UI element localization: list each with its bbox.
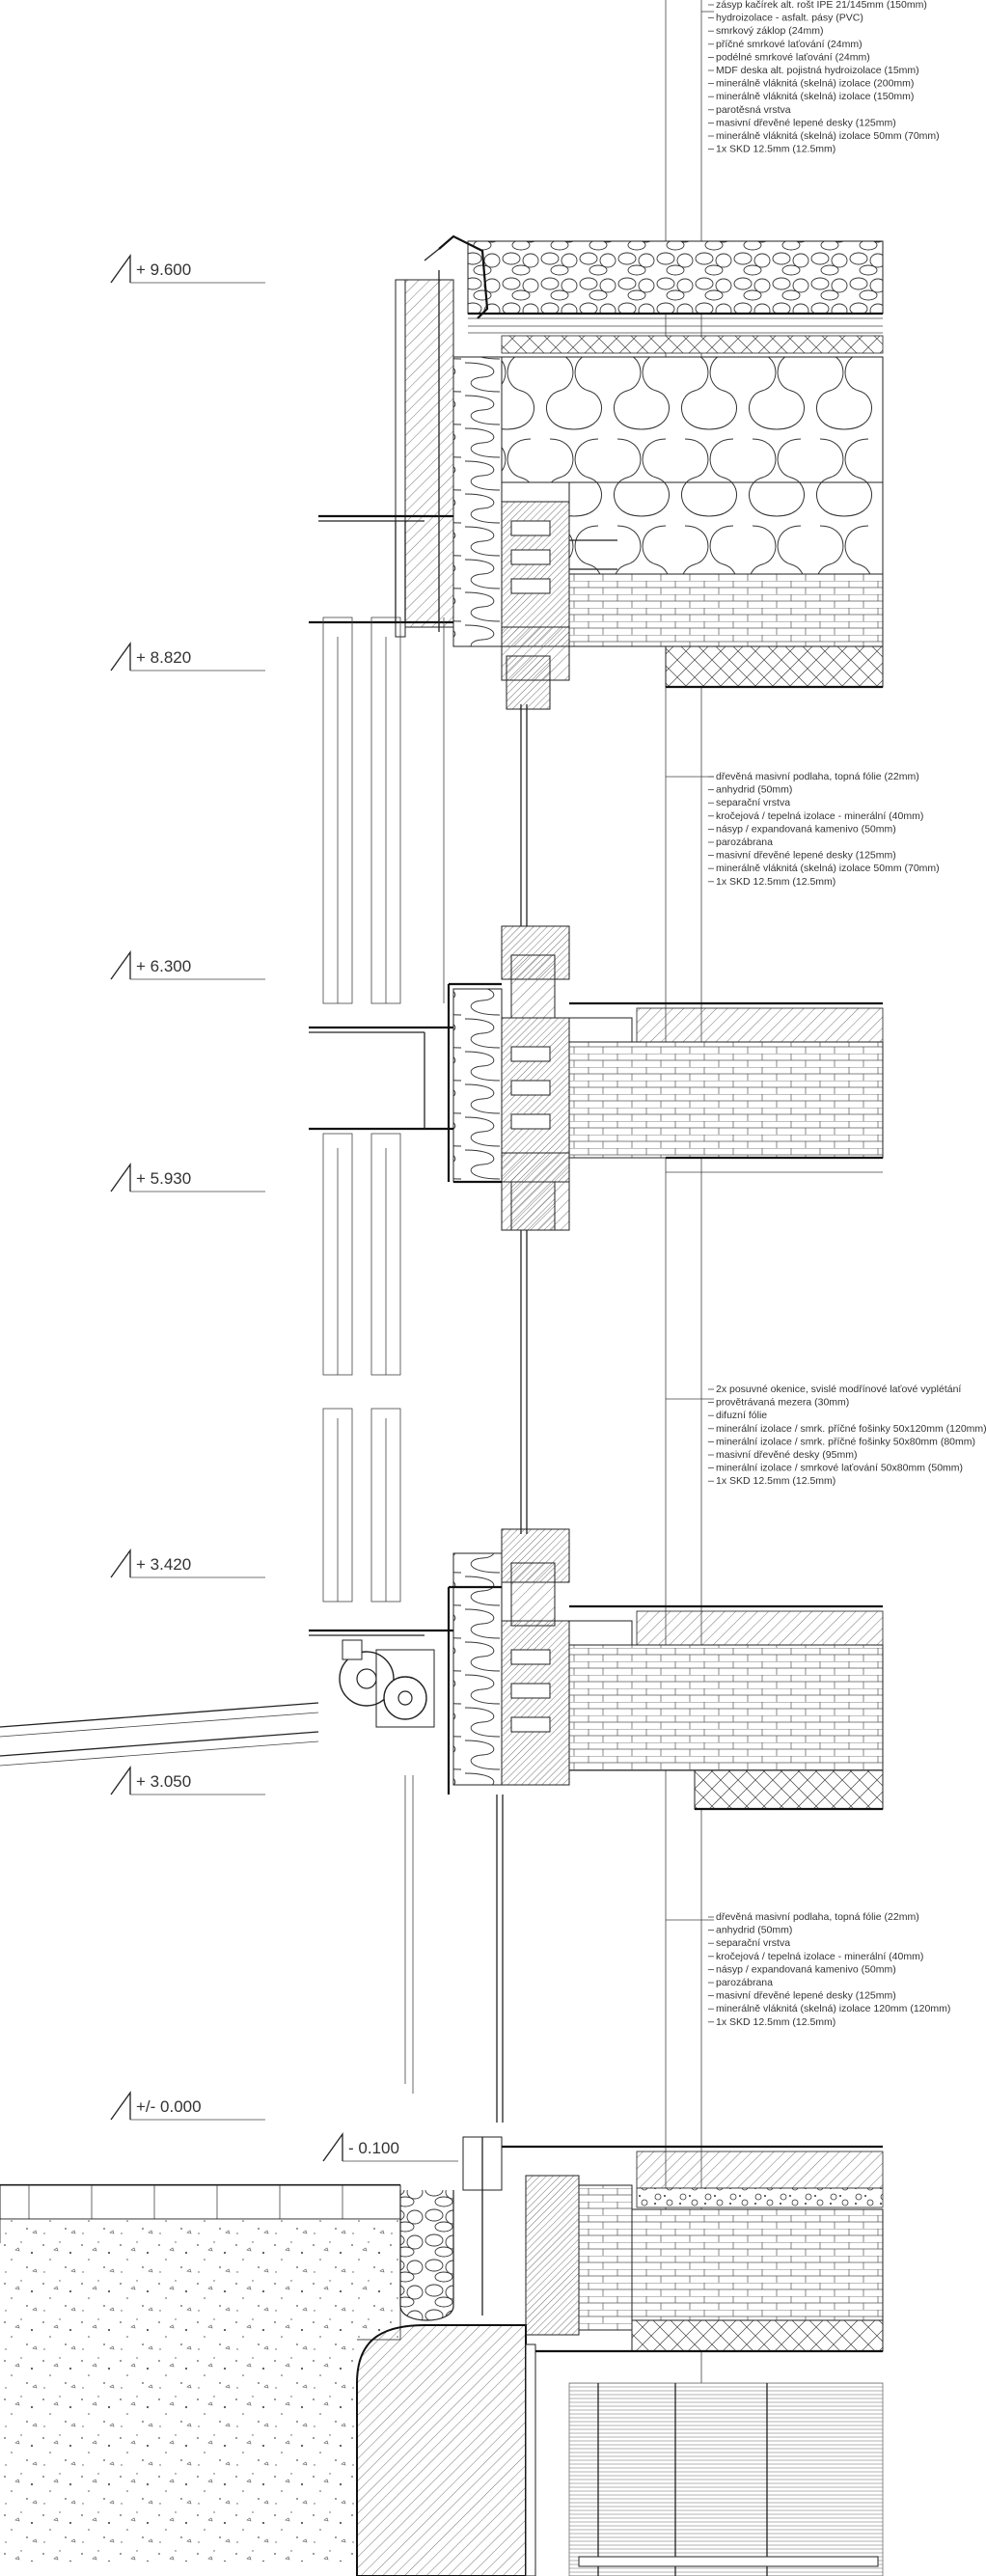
level-triangle-icon <box>110 1765 131 1795</box>
note-line: 1x SKD 12.5mm (12.5mm) <box>716 2016 835 2028</box>
level-triangle-icon <box>110 1548 131 1578</box>
note-line: kročejová / tepelná izolace - minerální … <box>716 1951 923 1962</box>
note-line: parozábrana <box>716 836 773 848</box>
note-line: separační vrstva <box>716 1937 790 1949</box>
note-line: separační vrstva <box>716 797 790 808</box>
level-marker: + 6.300 <box>110 949 265 980</box>
level-marker: + 3.420 <box>110 1548 265 1578</box>
note-line: parotěsná vrstva <box>716 104 791 116</box>
note-line: kročejová / tepelná izolace - minerální … <box>716 810 923 822</box>
note-line: minerálně vláknitá (skelná) izolace 50mm… <box>716 130 940 142</box>
note-line: minerálně vláknitá (skelná) izolace 50mm… <box>716 863 940 874</box>
glazing <box>496 704 528 2123</box>
level-label: + 5.930 <box>136 1169 191 1188</box>
level-marker: +/- 0.000 <box>110 2090 265 2121</box>
level-triangle-icon <box>110 1162 131 1192</box>
floor-detail-lower <box>0 1528 884 1811</box>
facade-shutters <box>322 270 445 2094</box>
level-label: + 9.600 <box>136 260 191 279</box>
level-triangle-icon <box>110 253 131 284</box>
note-line: minerální izolace / smrk. příčné fošinky… <box>716 1436 975 1447</box>
level-marker: + 5.930 <box>110 1162 265 1192</box>
level-triangle-icon <box>322 2131 343 2162</box>
note-block: 2x posuvné okenice, svislé modřínové lať… <box>708 1384 986 1487</box>
level-label: +/- 0.000 <box>136 2097 202 2116</box>
note-line: minerálně vláknitá (skelná) izolace (200… <box>716 78 914 90</box>
level-label: + 8.820 <box>136 648 191 667</box>
level-marker: + 8.820 <box>110 641 265 671</box>
note-line: dřevěná masivní podlaha, topná fólie (22… <box>716 1911 919 1923</box>
note-line: příčné smrkové laťování (24mm) <box>716 39 863 50</box>
level-marker: + 9.600 <box>110 253 265 284</box>
level-triangle-icon <box>110 2090 131 2121</box>
note-line: podélné smrkové laťování (24mm) <box>716 51 870 63</box>
note-block: zásyp kačírek alt. rošt IPE 21/145mm (15… <box>708 0 940 155</box>
level-marker: + 3.050 <box>110 1765 265 1795</box>
note-line: 1x SKD 12.5mm (12.5mm) <box>716 876 835 888</box>
note-line: 1x SKD 12.5mm (12.5mm) <box>716 1475 835 1487</box>
note-line: násyp / expandovaná kamenivo (50mm) <box>716 823 896 835</box>
note-line: anhydrid (50mm) <box>716 784 792 796</box>
note-line: násyp / expandovaná kamenivo (50mm) <box>716 1963 896 1975</box>
note-leaders <box>666 11 714 1921</box>
note-line: hydroizolace - asfalt. pásy (PVC) <box>716 13 863 24</box>
level-triangle-icon <box>110 949 131 980</box>
note-line: masivní dřevěné lepené desky (125mm) <box>716 1990 896 2002</box>
note-line: MDF deska alt. pojistná hydroizolace (15… <box>716 65 919 76</box>
note-line: parozábrana <box>716 1977 773 1988</box>
level-label: + 6.300 <box>136 957 191 975</box>
note-line: masivní dřevěné lepené desky (125mm) <box>716 850 896 862</box>
note-line: anhydrid (50mm) <box>716 1925 792 1936</box>
note-line: 2x posuvné okenice, svislé modřínové lať… <box>716 1384 961 1395</box>
level-marker: - 0.100 <box>322 2131 458 2162</box>
layer-notes: zásyp kačírek alt. rošt IPE 21/145mm (15… <box>708 0 986 2028</box>
note-line: masivní dřevěné desky (95mm) <box>716 1449 857 1461</box>
note-line: 1x SKD 12.5mm (12.5mm) <box>716 144 835 155</box>
note-line: zásyp kačírek alt. rošt IPE 21/145mm (15… <box>716 0 927 11</box>
floor-detail-upper <box>309 925 884 1231</box>
note-line: minerální izolace / smrk. příčné fošinky… <box>716 1423 986 1435</box>
note-line: minerálně vláknitá (skelná) izolace (150… <box>716 91 914 102</box>
note-block: dřevěná masivní podlaha, topná fólie (22… <box>708 1911 950 2028</box>
note-line: provětrávaná mezera (30mm) <box>716 1397 849 1409</box>
level-label: - 0.100 <box>348 2139 399 2157</box>
note-line: dřevěná masivní podlaha, topná fólie (22… <box>716 771 919 782</box>
note-line: minerálně vláknitá (skelná) izolace 120m… <box>716 2003 950 2014</box>
level-label: + 3.050 <box>136 1772 191 1791</box>
note-block: dřevěná masivní podlaha, topná fólie (22… <box>708 771 940 888</box>
level-triangle-icon <box>110 641 131 671</box>
foundation-detail <box>0 2136 884 2576</box>
roof-detail <box>309 234 884 710</box>
level-label: + 3.420 <box>136 1555 191 1574</box>
note-line: smrkový záklop (24mm) <box>716 25 823 37</box>
note-line: difuzní fólie <box>716 1410 767 1421</box>
note-line: masivní dřevěné lepené desky (125mm) <box>716 117 896 128</box>
note-line: minerální izolace / smrkové laťování 50x… <box>716 1463 963 1474</box>
